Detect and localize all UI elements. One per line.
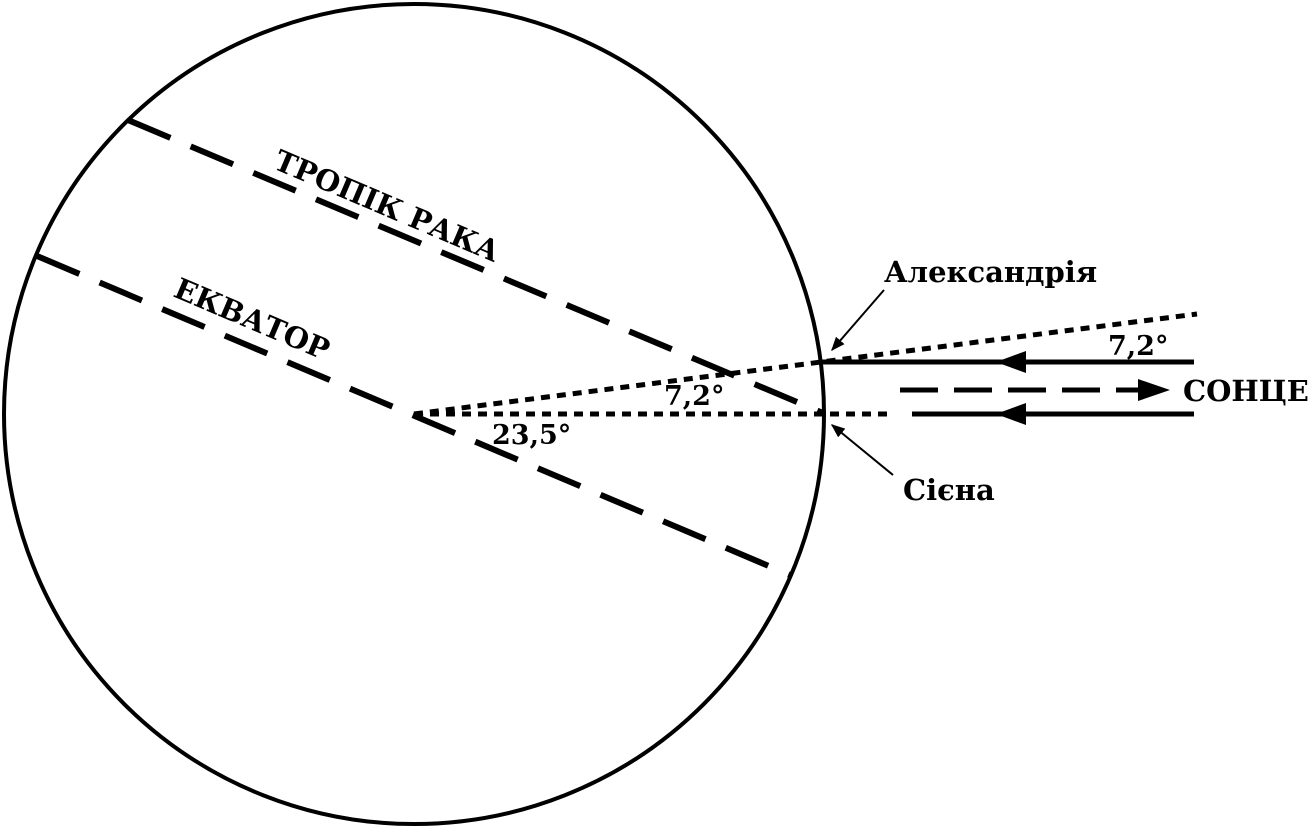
syene-pointer-arrow <box>830 424 894 476</box>
sun-label: СОНЦЕ <box>1183 374 1309 408</box>
sun-ray-middle-arrowhead <box>1138 379 1170 401</box>
angle-label-alexandria: 7,2° <box>1108 331 1168 362</box>
equator-line <box>35 253 792 578</box>
angle-label-center: 7,2° <box>664 381 724 412</box>
tropic-line <box>126 117 825 416</box>
equator-label: ЕКВАТОР <box>169 271 335 367</box>
earth-circle <box>2 2 826 826</box>
angle-label-tilt: 23,5° <box>492 420 571 451</box>
sun-ray-upper-arrowhead <box>996 351 1026 373</box>
syene-label: Сієна <box>903 473 995 507</box>
alexandria-pointer-arrow <box>831 289 885 352</box>
alexandria-label: Александрія <box>884 255 1097 289</box>
sun-ray-lower-arrowhead <box>996 403 1026 425</box>
tropic-label: ТРОПІК РАКА <box>269 143 505 269</box>
center-to-alexandria-dotted <box>413 311 1198 417</box>
